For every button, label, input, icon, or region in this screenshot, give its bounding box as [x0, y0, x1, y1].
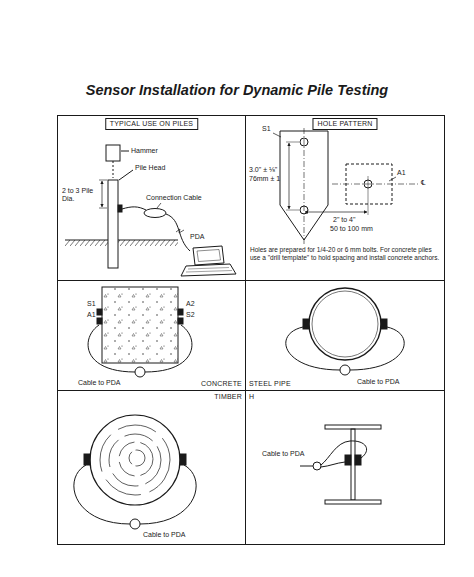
part-label: A1: [397, 169, 406, 177]
timber-pile-section: [90, 415, 180, 505]
pda-keyboard: [181, 264, 236, 276]
part-label: S2: [186, 311, 195, 319]
pda-screen: [193, 246, 224, 265]
steel-pipe-section: [309, 288, 381, 360]
pile-panel: TIMBER: [57, 390, 246, 545]
part-label: Connection Cable: [146, 194, 202, 202]
pile-panel: CONCRETE: [57, 280, 246, 391]
panel-heading: HOLE PATTERN: [312, 118, 377, 130]
pile-panel: STEEL PIPE: [245, 280, 445, 391]
panel-heading: TIMBER: [214, 393, 242, 401]
part-label: Cable to PDA: [143, 531, 185, 539]
page-title: Sensor Installation for Dynamic Pile Tes…: [0, 82, 474, 99]
part-label: A2: [186, 300, 195, 308]
part-label: Cable to PDA: [357, 378, 399, 386]
part-label: ℄: [421, 179, 426, 187]
pile: [108, 180, 118, 268]
part-label: 3.0" ± ⅛": [249, 166, 277, 174]
h-pile-web: [351, 429, 355, 500]
cable-loop: [144, 209, 166, 218]
h-pile-flange: [325, 425, 381, 429]
part-label: S1: [87, 300, 96, 308]
panel-heading: STEEL PIPE: [249, 380, 291, 388]
note-text: Holes are prepared for 1/4-20 or 6 mm bo…: [250, 246, 440, 262]
part-label: A1: [87, 311, 96, 319]
pile-panel: H: [245, 390, 445, 545]
panel-heading: CONCRETE: [201, 380, 242, 388]
part-label: Hammer: [131, 147, 158, 155]
panel-heading: TYPICAL USE ON PILES: [105, 118, 199, 130]
part-label: S1: [262, 125, 271, 133]
concrete-pile-section: [102, 287, 178, 363]
part-label: Cable to PDA: [78, 379, 120, 387]
panel-heading: H: [249, 393, 254, 401]
hammer: [106, 145, 120, 161]
part-label: 50 to 100 mm: [330, 225, 373, 233]
sensor: [118, 205, 122, 212]
part-label: 2" to 4": [333, 216, 355, 224]
part-label: Cable to PDA: [262, 450, 304, 458]
part-label: PDA: [190, 233, 204, 241]
part-label: 76mm ± 1: [249, 175, 280, 183]
part-label: 2 to 3 Pile Dia.: [62, 187, 100, 203]
part-label: Pile Head: [135, 164, 165, 172]
